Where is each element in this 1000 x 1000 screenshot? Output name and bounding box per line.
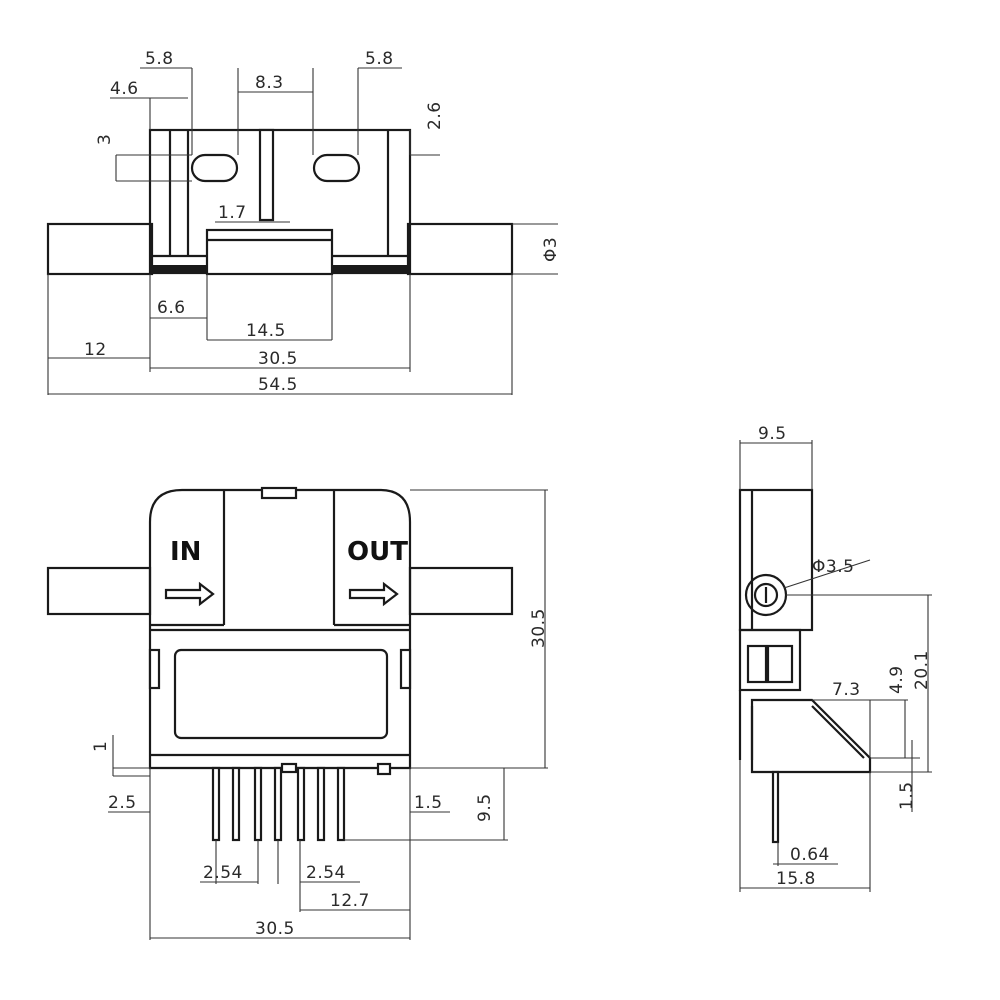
dim-width: 30.5 xyxy=(255,919,295,939)
out-arrow-icon xyxy=(348,581,399,607)
dim-center-post: 1.7 xyxy=(218,203,247,223)
side-mount-hole-inner xyxy=(753,582,779,608)
dim-slot-gap: 8.3 xyxy=(255,73,284,93)
dim-edge-right: 2.6 xyxy=(425,101,445,130)
dim-hole-dia: Φ3.5 xyxy=(812,557,854,577)
dim-pin-offset: 1 xyxy=(91,741,111,752)
dim-pitch-right: 2.54 xyxy=(306,863,346,883)
dim-tube-len: 12 xyxy=(84,340,107,360)
dim-pin-span: 12.7 xyxy=(330,891,370,911)
side-view: 9.5 Φ3.5 7.3 4.9 20.1 1.5 0.64 15.8 xyxy=(738,424,932,892)
pin xyxy=(296,766,306,842)
front-right-latch xyxy=(399,648,412,690)
top-left-slot xyxy=(190,153,239,183)
front-top-tab xyxy=(260,486,298,500)
dim-hole-height: 20.1 xyxy=(912,650,932,690)
pin xyxy=(211,766,221,842)
side-slot-a xyxy=(746,644,768,684)
top-right-slot xyxy=(312,153,361,183)
side-chamfer-inner xyxy=(811,705,865,759)
front-body-outline xyxy=(148,488,412,770)
dim-stud-offset: 1.5 xyxy=(414,793,443,813)
dim-pin-dia: 0.64 xyxy=(790,845,830,865)
dim-base-width: 14.5 xyxy=(246,321,286,341)
dim-base-offset: 6.6 xyxy=(157,298,186,318)
dim-slot-h: 3 xyxy=(95,134,115,145)
dim-height: 30.5 xyxy=(529,608,549,648)
dim-body-width: 30.5 xyxy=(258,349,298,369)
top-center-post xyxy=(258,128,275,222)
top-right-tube xyxy=(406,222,514,276)
out-label: OUT xyxy=(347,537,408,567)
dim-overall-depth: 15.8 xyxy=(776,869,816,889)
side-lower-body xyxy=(750,698,872,774)
front-pins xyxy=(211,766,346,842)
pin xyxy=(336,766,346,842)
pin xyxy=(316,766,326,842)
dim-step-h: 4.9 xyxy=(887,665,907,694)
front-left-latch xyxy=(148,648,161,690)
dim-slot-w-left: 5.8 xyxy=(145,49,174,69)
pin xyxy=(273,766,283,842)
dim-overall-width: 54.5 xyxy=(258,375,298,395)
pin xyxy=(253,766,263,842)
side-pin xyxy=(771,770,780,844)
dim-slot-w-right: 5.8 xyxy=(365,49,394,69)
front-view: IN OUT xyxy=(46,486,549,940)
top-left-tube xyxy=(46,222,154,276)
in-arrow-icon xyxy=(164,581,215,607)
side-slot-b xyxy=(766,644,794,684)
dim-side-offset: 2.5 xyxy=(108,793,137,813)
top-view: 5.8 5.8 8.3 4.6 2.6 3 1.7 Φ3 6.6 14.5 12… xyxy=(46,49,561,395)
pin xyxy=(231,766,241,842)
dim-base-h: 1.5 xyxy=(897,781,917,810)
front-right-tube xyxy=(408,566,514,616)
top-base-block xyxy=(205,228,334,276)
front-window xyxy=(173,648,389,740)
dim-edge-left: 4.6 xyxy=(110,79,139,99)
front-right-stud xyxy=(376,762,392,776)
side-mid-body xyxy=(738,628,802,692)
dim-step-w: 7.3 xyxy=(832,680,861,700)
front-left-tube xyxy=(46,566,152,616)
dim-tube-dia: Φ3 xyxy=(541,237,561,262)
dim-pin-length: 9.5 xyxy=(475,793,495,822)
dim-depth: 9.5 xyxy=(758,424,787,444)
dim-pitch-left: 2.54 xyxy=(203,863,243,883)
front-center-stud xyxy=(280,762,298,774)
in-label: IN xyxy=(170,537,201,567)
